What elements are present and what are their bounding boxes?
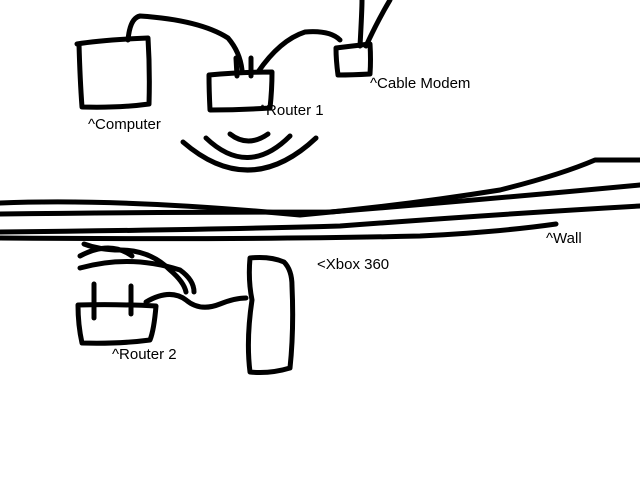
label-cable-modem: ^Cable Modem [370, 75, 470, 92]
label-xbox-360: <Xbox 360 [317, 256, 389, 273]
router-1-signal-icon [180, 131, 319, 173]
xbox-360-shape [245, 255, 296, 375]
computer-shape [74, 35, 152, 110]
label-wall: ^Wall [546, 230, 582, 247]
label-computer: ^Computer [88, 116, 161, 133]
modem-cable [255, 29, 343, 75]
cable-modem-shape [333, 41, 373, 78]
label-router-1: ^Router 1 [259, 102, 324, 119]
label-router-2: ^Router 2 [112, 346, 177, 363]
router-2-signal-icon-2 [77, 258, 197, 295]
modem-incoming-cable [357, 0, 365, 49]
router-1-shape [206, 55, 275, 113]
modem-incoming-cable-2 [363, 0, 393, 49]
computer-cable [125, 13, 245, 73]
router-2-shape [75, 281, 159, 346]
wall-shape [0, 157, 640, 242]
xbox-cable [143, 292, 249, 310]
wall-cable [81, 241, 189, 295]
